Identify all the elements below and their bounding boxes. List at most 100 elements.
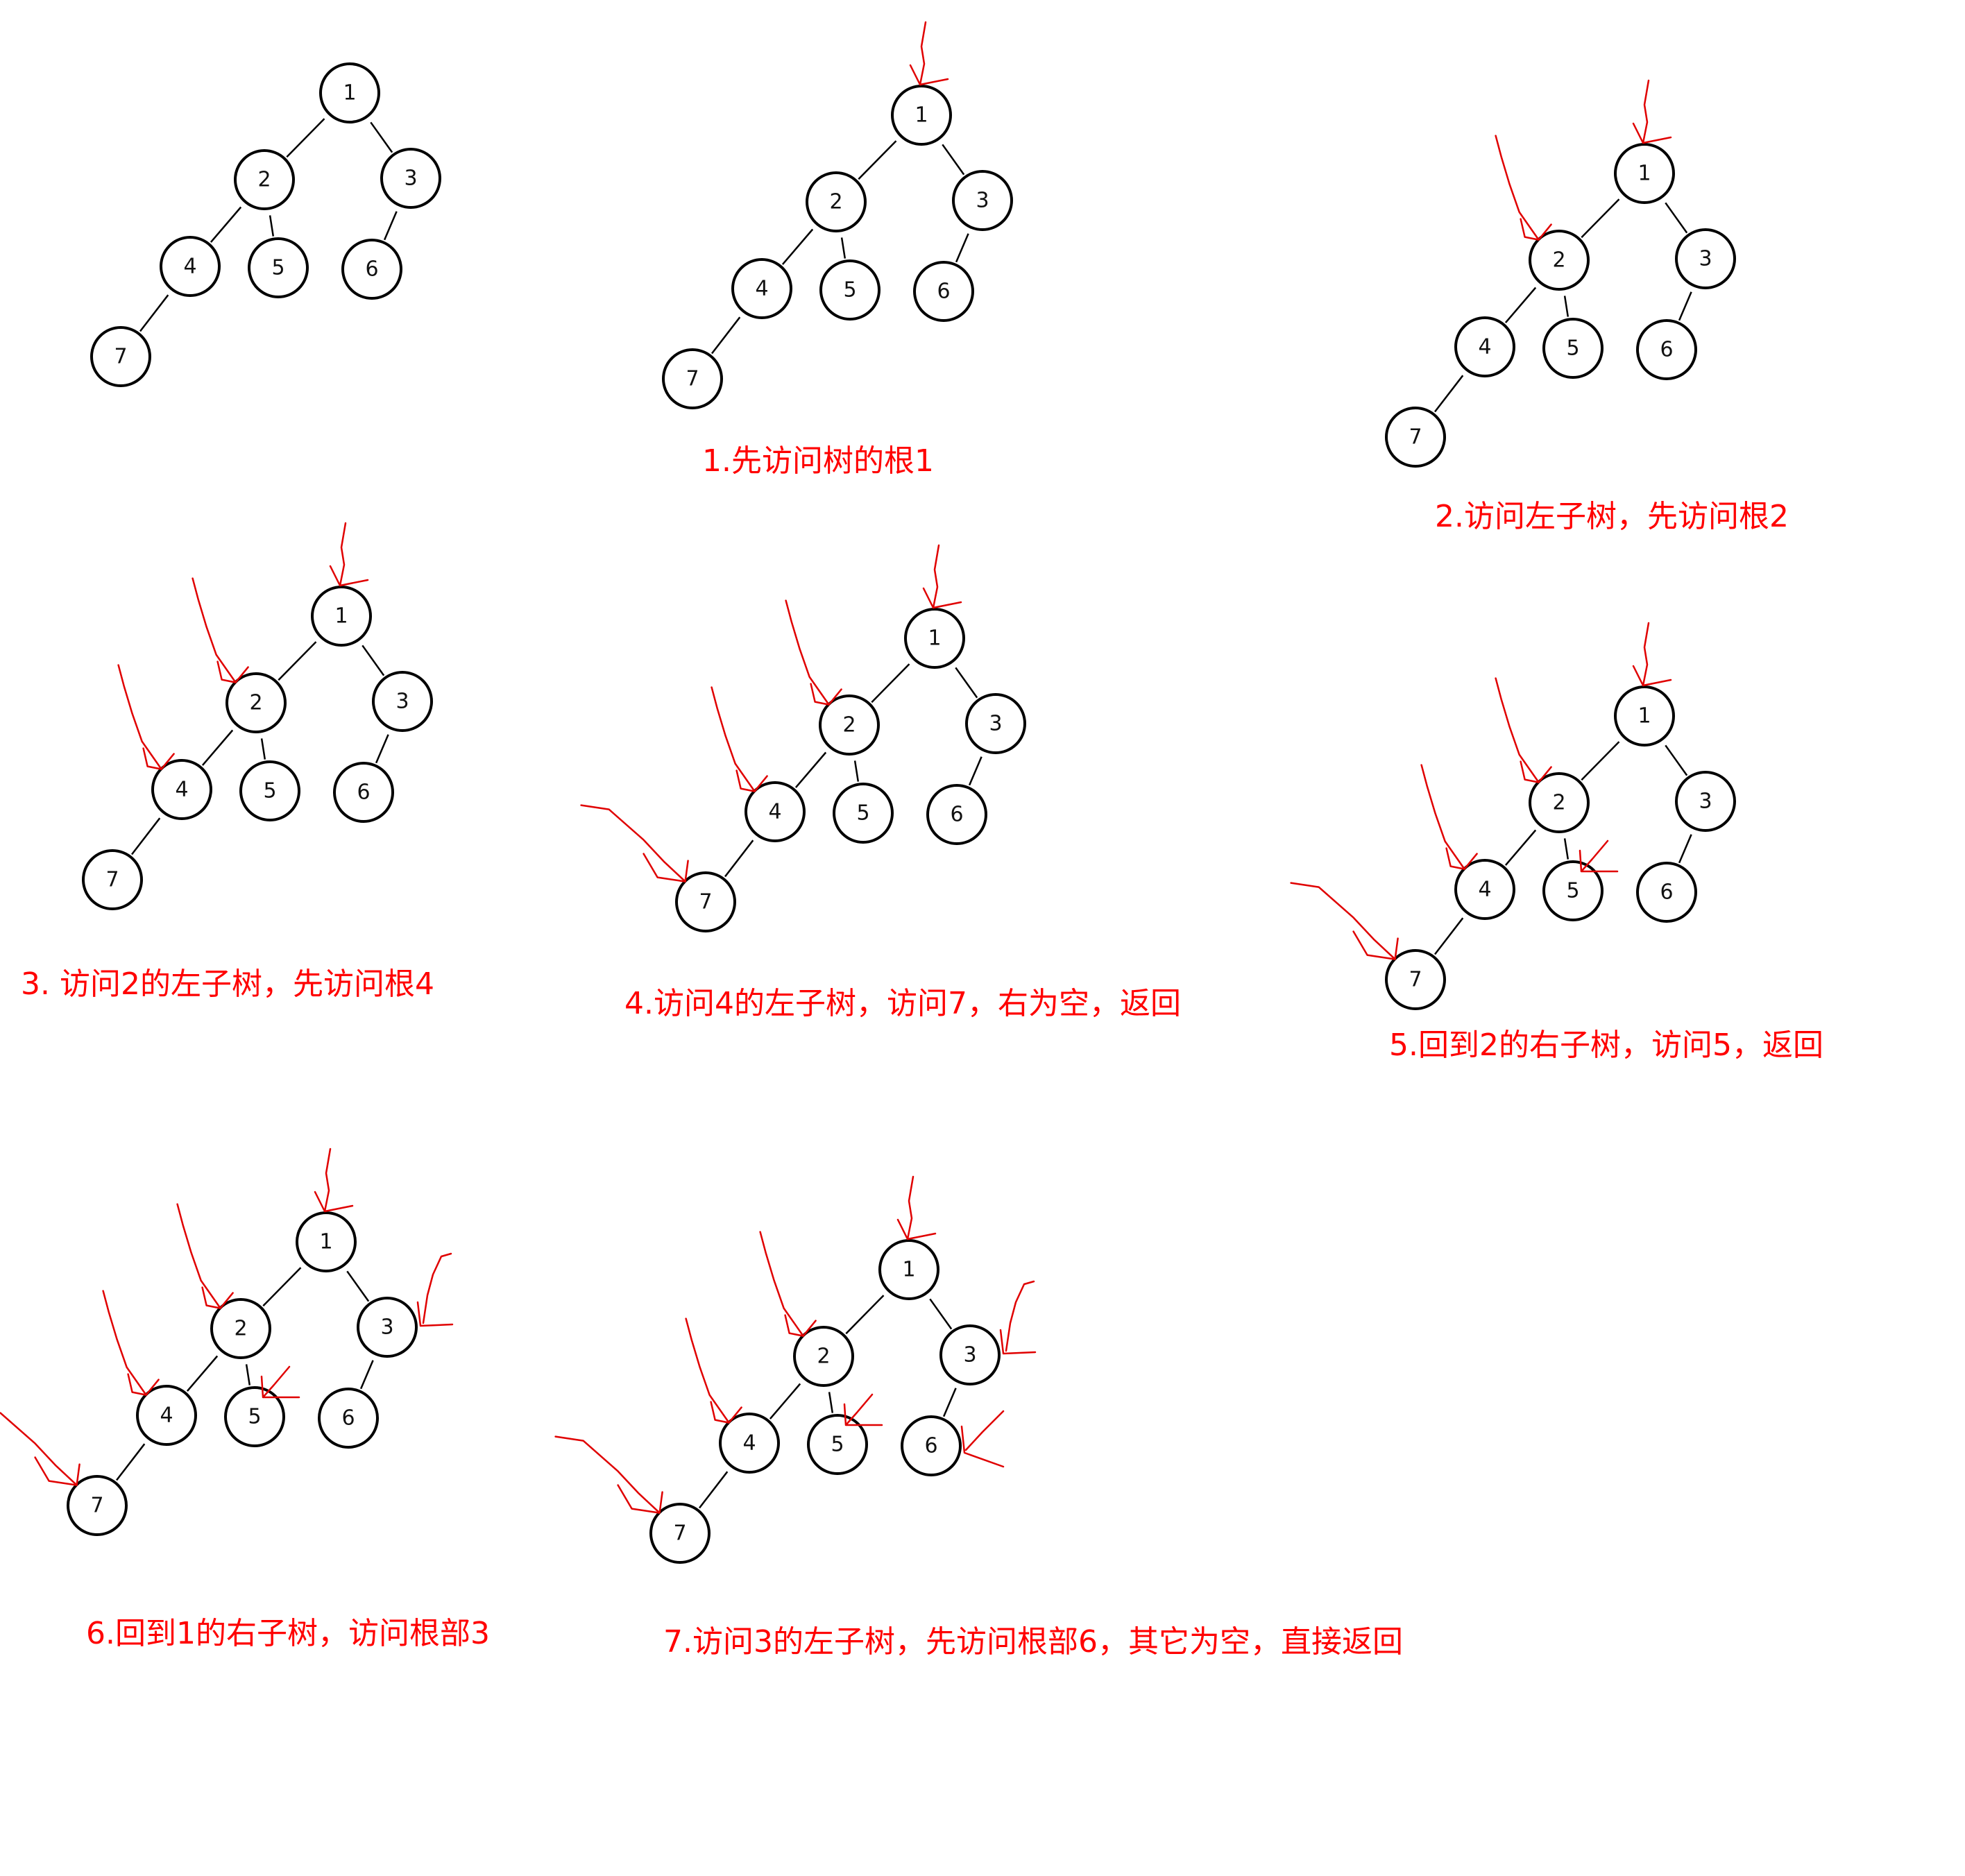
node-2 (1529, 772, 1590, 833)
node-1 (296, 1211, 357, 1272)
edge-4-7 (1434, 917, 1464, 955)
node-label-4: 4 (183, 255, 196, 279)
node-label-7: 7 (105, 868, 119, 892)
node-2 (793, 1326, 854, 1387)
node-7 (1385, 407, 1446, 468)
node-4 (136, 1385, 197, 1446)
node-1 (311, 586, 372, 647)
node-6 (1636, 319, 1697, 380)
node-1 (891, 85, 952, 146)
node-4 (1454, 316, 1515, 377)
node-5 (239, 760, 300, 821)
node-7 (662, 348, 723, 409)
visit-arrow-3 (999, 1280, 1037, 1355)
visit-arrow-4 (117, 664, 175, 770)
node-label-1: 1 (1638, 162, 1651, 186)
node-label-3: 3 (395, 690, 409, 714)
edge-2-5 (269, 215, 275, 237)
node-5 (807, 1414, 868, 1475)
node-3 (372, 671, 433, 732)
edge-2-4 (201, 729, 234, 766)
node-1 (1614, 685, 1675, 747)
edge-1-2 (1581, 198, 1620, 239)
node-label-7: 7 (686, 367, 699, 391)
node-7 (675, 871, 736, 932)
node-label-5: 5 (856, 801, 869, 826)
node-label-5: 5 (1566, 879, 1579, 903)
visit-arrow-3 (416, 1252, 454, 1327)
node-6 (318, 1388, 379, 1449)
node-label-6: 6 (924, 1434, 937, 1458)
node-label-5: 5 (248, 1405, 261, 1429)
node-7 (90, 326, 151, 387)
edge-1-2 (845, 1295, 885, 1335)
visit-arrow-1 (909, 21, 949, 86)
visit-arrow-1 (922, 544, 962, 609)
node-label-4: 4 (755, 277, 768, 301)
node-2 (210, 1298, 271, 1359)
node-4 (160, 236, 221, 297)
node-label-5: 5 (831, 1433, 844, 1457)
edge-1-3 (955, 667, 978, 699)
node-label-6: 6 (950, 803, 963, 827)
node-label-7: 7 (90, 1494, 103, 1518)
edge-3-6 (383, 211, 398, 241)
node-label-3: 3 (989, 712, 1002, 736)
visit-arrow-1 (1632, 622, 1672, 687)
edge-4-7 (724, 839, 754, 878)
node-label-2: 2 (829, 190, 842, 214)
node-label-4: 4 (1478, 335, 1491, 359)
visit-arrow-7 (1290, 882, 1399, 960)
node-3 (357, 1297, 418, 1358)
node-label-3: 3 (963, 1343, 976, 1367)
node-label-6: 6 (937, 280, 950, 304)
edge-2-5 (840, 237, 847, 259)
node-3 (1675, 228, 1736, 289)
node-label-2: 2 (1552, 791, 1565, 815)
node-5 (819, 259, 881, 321)
node-label-1: 1 (343, 81, 356, 105)
edge-2-5 (828, 1392, 834, 1413)
edge-4-7 (131, 817, 161, 855)
node-label-7: 7 (673, 1521, 686, 1546)
edge-2-5 (260, 738, 266, 760)
node-label-1: 1 (1638, 704, 1651, 728)
caption-step-7: 7.访问3的左子树，先访问根部6，其它为空，直接返回 (663, 1624, 1403, 1660)
node-label-2: 2 (1552, 248, 1565, 273)
visit-arrow-4 (1420, 764, 1478, 870)
node-label-5: 5 (263, 779, 276, 803)
edge-1-3 (1665, 744, 1688, 776)
visit-arrow-7 (0, 1412, 80, 1486)
node-1 (904, 608, 965, 669)
node-6 (901, 1415, 962, 1476)
node-label-5: 5 (1566, 336, 1579, 361)
node-label-4: 4 (175, 778, 188, 802)
edge-1-2 (858, 140, 897, 180)
visit-arrow-1 (1632, 79, 1672, 144)
node-label-4: 4 (160, 1404, 173, 1428)
node-6 (333, 762, 394, 823)
node-7 (649, 1503, 711, 1564)
edge-4-7 (116, 1443, 146, 1481)
edge-3-6 (375, 734, 389, 764)
node-label-2: 2 (234, 1317, 247, 1341)
edge-1-3 (942, 144, 965, 176)
node-7 (82, 849, 143, 910)
edge-3-6 (968, 756, 982, 786)
node-1 (1614, 143, 1675, 204)
node-4 (719, 1413, 780, 1474)
visit-arrow-5 (1579, 839, 1619, 873)
node-label-6: 6 (357, 781, 370, 805)
node-4 (745, 781, 806, 842)
edge-1-2 (262, 1267, 302, 1307)
edge-1-2 (1581, 741, 1620, 781)
node-label-2: 2 (817, 1345, 830, 1369)
node-1 (878, 1239, 939, 1300)
edge-1-3 (370, 121, 393, 153)
node-label-3: 3 (404, 167, 417, 191)
edge-1-3 (361, 645, 385, 676)
visit-arrow-2 (1495, 135, 1552, 241)
